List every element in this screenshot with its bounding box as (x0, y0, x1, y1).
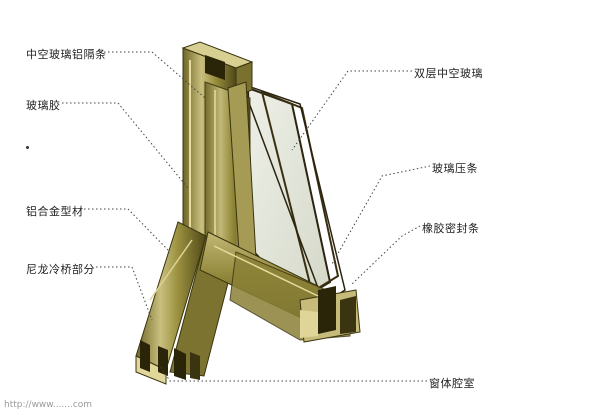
label-rubber-seal: 橡胶密封条 (422, 222, 480, 235)
label-aluminum-profile: 铝合金型材 (26, 205, 84, 218)
label-spacer: 中空玻璃铝隔条 (26, 48, 107, 61)
bullet-marker (26, 146, 29, 149)
lower-left-frame (135, 221, 237, 385)
label-glass-glue: 玻璃胶 (26, 99, 61, 112)
leader-lines (62, 51, 431, 382)
label-nylon-bridge: 尼龙冷桥部分 (26, 263, 95, 276)
label-frame-cavity: 窗体腔室 (429, 377, 475, 390)
watermark-text: http://www.......com (4, 400, 93, 410)
label-double-glass: 双层中空玻璃 (414, 67, 483, 80)
label-bead: 玻璃压条 (432, 162, 478, 175)
bottom-rail (199, 231, 361, 343)
